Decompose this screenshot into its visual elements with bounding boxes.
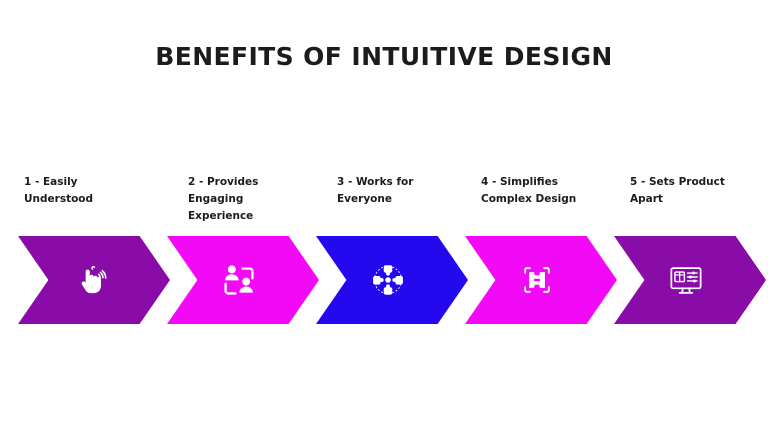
network-hub-icon — [369, 261, 407, 299]
puzzle-pieces-icon — [518, 261, 556, 299]
step-label-4: 4 - Simplifies Complex Design — [481, 176, 577, 205]
chevron-step-1[interactable] — [18, 236, 170, 324]
step-label-2: 2 - Provides Engaging Experience — [188, 176, 259, 222]
tap-hand-icon — [71, 261, 109, 299]
chevron-step-2[interactable] — [167, 236, 319, 324]
step-label-1: 1 - Easily Understood — [24, 176, 94, 205]
chevron-step-5[interactable] — [614, 236, 766, 324]
page-title: BENEFITS OF INTUITIVE DESIGN — [155, 42, 613, 71]
chevron-row — [0, 236, 768, 324]
chevron-step-4[interactable] — [465, 236, 617, 324]
step-label-5: 5 - Sets Product Apart — [630, 176, 725, 205]
two-users-connection-icon — [220, 261, 258, 299]
monitor-product-icon — [667, 261, 705, 299]
chevron-step-3[interactable] — [316, 236, 468, 324]
step-label-3: 3 - Works for Everyone — [337, 176, 414, 205]
